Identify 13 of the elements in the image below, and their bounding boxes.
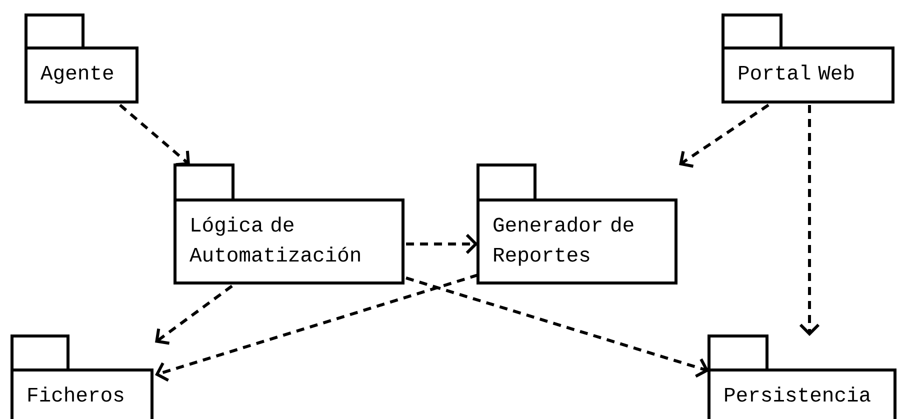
dependency-arrow bbox=[799, 105, 820, 336]
package-box: Generador de Reportes bbox=[476, 164, 678, 284]
dependency-arrow bbox=[155, 274, 478, 382]
dependency-arrow bbox=[119, 104, 190, 166]
dependency-arrow bbox=[406, 276, 709, 378]
dependency-arrow bbox=[155, 284, 233, 345]
package-box: Portal Web bbox=[722, 14, 894, 104]
package-box: Lógica de Automatización bbox=[174, 164, 404, 284]
package-box: Persistencia bbox=[708, 334, 896, 419]
package-box: Ficheros bbox=[10, 334, 154, 419]
package-box: Agente bbox=[24, 14, 138, 104]
dependency-arrow bbox=[679, 104, 770, 168]
dependency-arrow bbox=[406, 234, 478, 254]
